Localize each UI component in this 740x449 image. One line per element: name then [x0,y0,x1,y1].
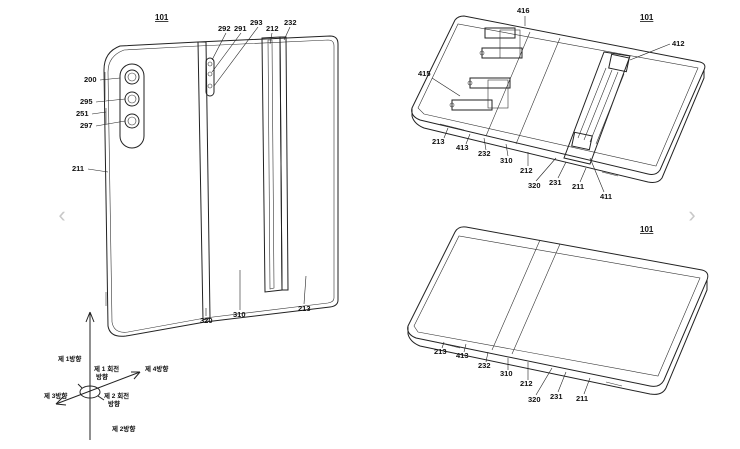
next-image-button[interactable]: › [680,200,704,230]
ref-label: 413 [456,143,469,152]
ref-label: 412 [672,39,685,48]
ref-label: 213 [432,137,445,146]
chevron-left-icon: ‹ [58,202,66,227]
ref-label: 291 [234,24,247,33]
figure-right-bottom-title: 101 [640,225,654,234]
ref-label: 320 [528,395,541,404]
ref-label: 415 [418,69,431,78]
figure-right-top-title: 101 [640,13,654,22]
ref-label: 211 [576,394,588,403]
ref-label: 211 [572,182,584,191]
ref-label: 212 [520,379,533,388]
ref-label: 232 [284,18,297,27]
figure-right-bottom-device [407,226,709,395]
ref-label: 416 [517,6,530,15]
ref-label: 310 [500,369,513,378]
ref-label: 411 [600,192,612,201]
axis-label-dir3: 제 3방향 [44,391,67,400]
ref-label: 295 [80,97,93,106]
ref-label: 212 [266,24,279,33]
figure-left-labels: 101 200 292 291 293 212 232 295 251 297 … [72,13,311,325]
axis-label-dir4: 제 4방향 [145,364,168,373]
ref-label: 297 [80,121,93,130]
ref-label: 320 [200,316,213,325]
ref-label: 213 [434,347,447,356]
ref-label: 211 [72,164,84,173]
ref-label: 232 [478,361,491,370]
ref-label: 293 [250,18,263,27]
ref-label: 232 [478,149,491,158]
figure-right-top-device [411,15,706,183]
ref-label: 320 [528,181,541,190]
axis-label-dir2: 제 2방향 [112,424,135,433]
figure-right-bottom-labels: 101 413 213 232 310 212 320 231 211 [434,225,654,404]
ref-label: 292 [218,24,231,33]
figure-left-title: 101 [155,13,169,22]
ref-label: 212 [520,166,533,175]
figure-left-device [103,35,339,337]
chevron-right-icon: › [688,202,696,227]
figure-right-top-labels: 101 416 412 415 213 413 232 310 212 320 … [418,6,685,201]
ref-label: 413 [456,351,469,360]
ref-label: 310 [233,310,246,319]
axis-label-dir1: 제 1방향 [58,354,81,363]
ref-label: 231 [549,178,562,187]
previous-image-button[interactable]: ‹ [50,200,74,230]
ref-label: 231 [550,392,563,401]
ref-label: 200 [84,75,97,84]
ref-label: 213 [298,304,311,313]
ref-label: 310 [500,156,513,165]
ref-label: 251 [76,109,89,118]
